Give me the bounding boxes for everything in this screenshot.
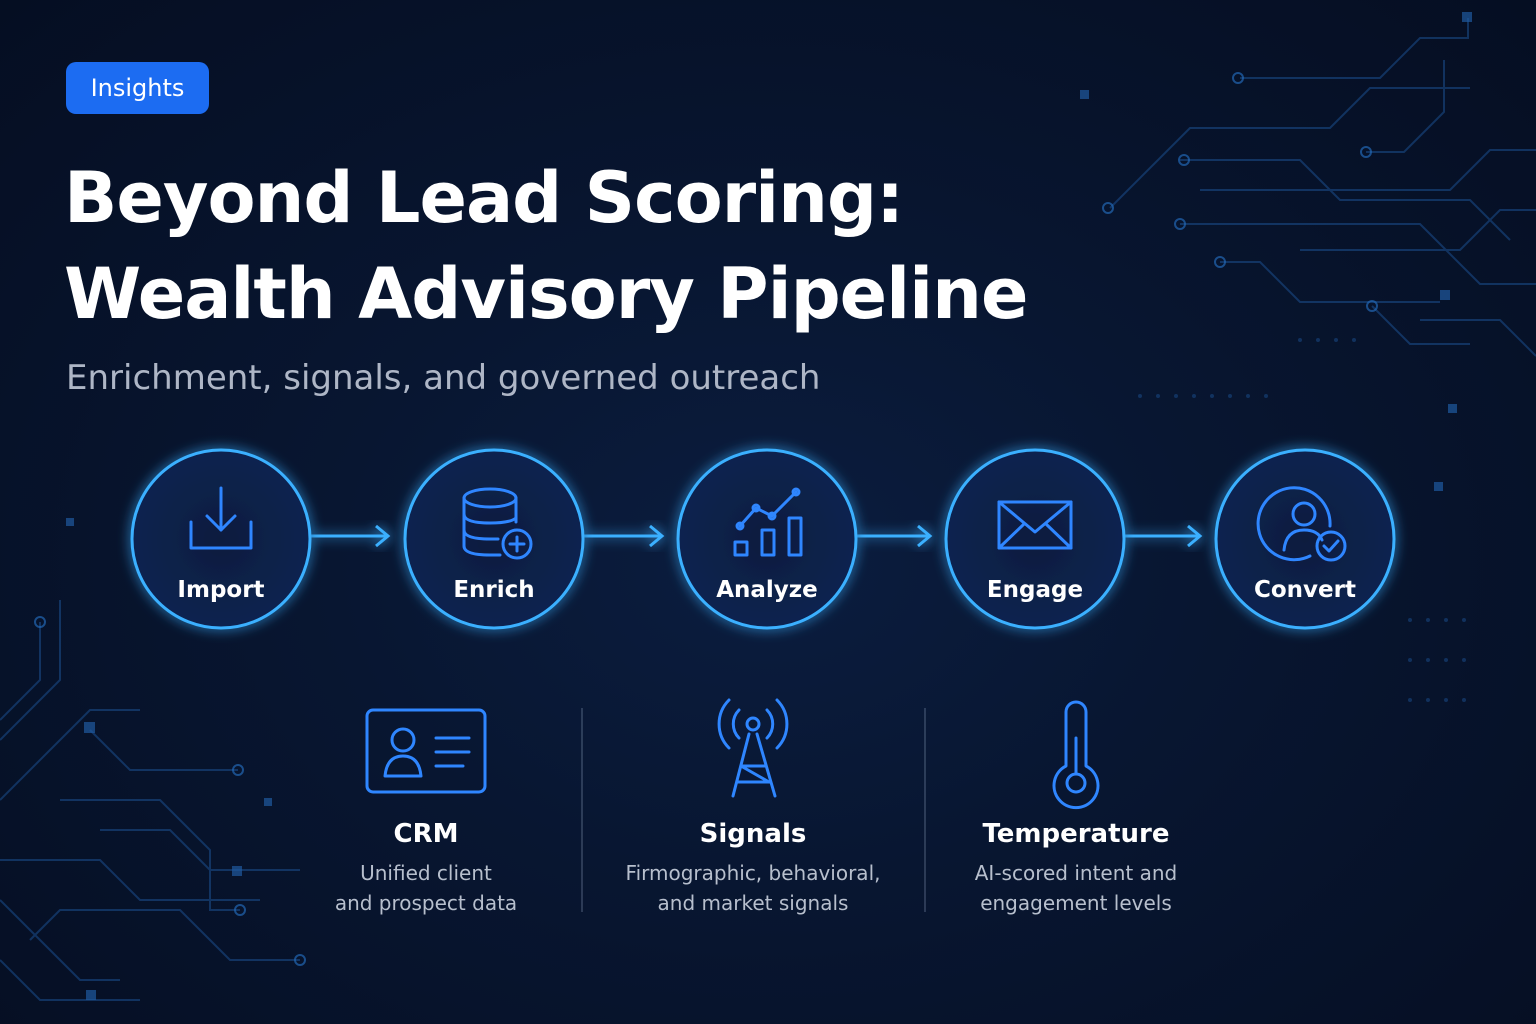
feature-desc-line: Unified client [360,861,492,885]
feature-desc-line: AI-scored intent and [974,861,1178,885]
insights-badge: Insights [66,62,209,114]
step-label-import: Import [177,577,265,603]
feature-crm: CRM Unified client and prospect data [276,690,576,918]
feature-desc-line: and market signals [657,891,849,915]
feature-desc-line: and prospect data [334,891,518,915]
feature-temperature: Temperature AI-scored intent and engagem… [926,690,1226,918]
thermometer-icon [926,690,1226,810]
step-label-analyze: Analyze [716,577,818,603]
feature-title-temperature: Temperature [982,819,1170,849]
arrow-engage-convert [1187,524,1203,548]
feature-desc-crm: Unified client and prospect data [276,858,576,918]
feature-divider [924,708,926,912]
feature-signals: Signals Firmographic, behavioral, and ma… [603,690,903,918]
page-title: Beyond Lead Scoring: Wealth Advisory Pip… [64,150,1028,342]
id-card-icon [276,690,576,810]
step-label-convert: Convert [1254,577,1356,603]
feature-title-crm: CRM [393,819,459,849]
envelope-icon [997,500,1073,550]
signal-tower-icon [603,690,903,810]
step-circle-convert [1214,448,1396,630]
feature-desc-line: Firmographic, behavioral, [625,861,881,885]
arrow-analyze-engage [917,524,933,548]
database-plus-icon [462,487,533,560]
feature-desc-signals: Firmographic, behavioral, and market sig… [603,858,903,918]
step-circle-analyze [676,448,858,630]
download-icon [189,486,253,550]
feature-divider [581,708,583,912]
user-check-icon [1256,486,1347,562]
step-label-engage: Engage [986,577,1084,603]
feature-desc-line: engagement levels [980,891,1172,915]
feature-title-signals: Signals [699,819,807,849]
subtitle: Enrichment, signals, and governed outrea… [66,358,821,398]
feature-desc-temperature: AI-scored intent and engagement levels [926,858,1226,918]
arrow-import-enrich [375,524,391,548]
title-line-2: Wealth Advisory Pipeline [64,253,1028,335]
step-circle-import [130,448,312,630]
arrow-enrich-analyze [649,524,665,548]
analytics-chart-icon [733,487,803,557]
step-label-enrich: Enrich [453,577,535,603]
title-line-1: Beyond Lead Scoring: [64,157,904,239]
step-circle-engage [944,448,1126,630]
